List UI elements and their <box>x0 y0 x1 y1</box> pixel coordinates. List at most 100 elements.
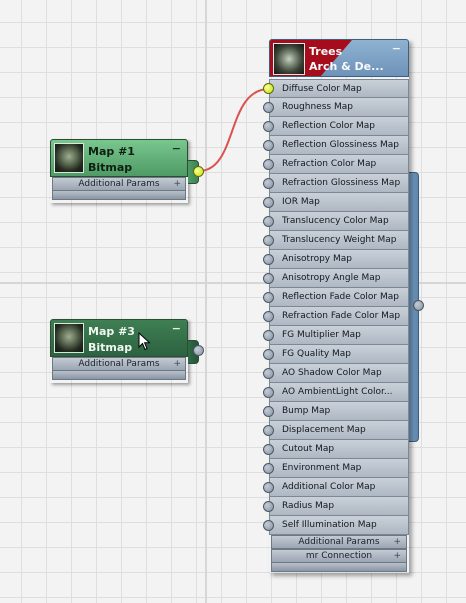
mouse-cursor-icon <box>138 332 151 351</box>
material-slot-input-socket[interactable] <box>263 140 274 151</box>
grid-axis-vertical <box>205 0 207 603</box>
expand-icon[interactable]: + <box>173 359 181 369</box>
map3-minimize-button[interactable]: − <box>171 322 181 335</box>
material-slot[interactable]: Diffuse Color Map <box>269 79 409 98</box>
material-slot-input-socket[interactable] <box>263 83 274 94</box>
material-slot[interactable]: Translucency Color Map <box>269 212 409 231</box>
map3-title: Map #3 <box>88 325 135 338</box>
material-slot-input-socket[interactable] <box>263 349 274 360</box>
material-slot[interactable]: Translucency Weight Map <box>269 231 409 250</box>
material-slot-input-socket[interactable] <box>263 197 274 208</box>
material-slot[interactable]: Reflection Color Map <box>269 117 409 136</box>
map3-params-label: Additional Params <box>78 359 160 369</box>
material-slot-label: Reflection Glossiness Map <box>282 140 399 150</box>
material-slot-input-socket[interactable] <box>263 406 274 417</box>
material-slot-input-socket[interactable] <box>263 102 274 113</box>
material-slot-input-socket[interactable] <box>263 254 274 265</box>
material-slot[interactable]: Additional Color Map <box>269 478 409 497</box>
material-slot-label: Reflection Fade Color Map <box>282 292 399 302</box>
material-slot[interactable]: Refraction Fade Color Map <box>269 307 409 326</box>
material-minimize-button[interactable]: − <box>391 42 401 55</box>
material-slot[interactable]: Anisotropy Angle Map <box>269 269 409 288</box>
material-slot-label: Refraction Glossiness Map <box>282 178 401 188</box>
material-header[interactable]: Trees Arch & De... − <box>269 39 409 77</box>
material-slot[interactable]: FG Quality Map <box>269 345 409 364</box>
material-slot-input-socket[interactable] <box>263 520 274 531</box>
material-slot[interactable]: Cutout Map <box>269 440 409 459</box>
material-subtitle: Arch & De... <box>309 60 384 73</box>
material-slot-input-socket[interactable] <box>263 216 274 227</box>
material-slot[interactable]: IOR Map <box>269 193 409 212</box>
material-title: Trees <box>309 45 343 58</box>
material-additional-params[interactable]: Additional Params + <box>271 535 407 549</box>
expand-icon[interactable]: + <box>393 551 401 561</box>
map1-header[interactable]: Map #1 Bitmap − <box>50 139 188 177</box>
material-slot-input-socket[interactable] <box>263 235 274 246</box>
material-mr-connection[interactable]: mr Connection + <box>271 549 407 563</box>
material-thumbnail <box>273 43 305 75</box>
material-output-socket[interactable] <box>413 300 424 311</box>
map1-params-label: Additional Params <box>78 179 160 189</box>
material-slot-input-socket[interactable] <box>263 387 274 398</box>
map1-output-socket[interactable] <box>193 166 204 177</box>
material-slot[interactable]: Anisotropy Map <box>269 250 409 269</box>
material-slot[interactable]: Displacement Map <box>269 421 409 440</box>
material-slot[interactable]: FG Multiplier Map <box>269 326 409 345</box>
material-slot-label: FG Quality Map <box>282 349 352 359</box>
material-slot-input-socket[interactable] <box>263 121 274 132</box>
map1-title: Map #1 <box>88 145 135 158</box>
map1-node[interactable]: Map #1 Bitmap − Additional Params + <box>50 139 188 203</box>
map1-thumbnail <box>54 143 84 173</box>
material-slot[interactable]: AO Shadow Color Map <box>269 364 409 383</box>
map3-additional-params[interactable]: Additional Params + <box>52 357 186 371</box>
material-slot-label: Refraction Color Map <box>282 159 377 169</box>
material-slot[interactable]: Refraction Color Map <box>269 155 409 174</box>
material-additional-params-label: Additional Params <box>298 537 380 547</box>
material-slot-label: Cutout Map <box>282 444 335 454</box>
material-slot[interactable]: Reflection Glossiness Map <box>269 136 409 155</box>
material-slot-label: AO AmbientLight Color... <box>282 387 393 397</box>
material-slot[interactable]: Self Illumination Map <box>269 516 409 535</box>
material-slot[interactable]: Refraction Glossiness Map <box>269 174 409 193</box>
material-slot-label: Additional Color Map <box>282 482 376 492</box>
material-slot[interactable]: Reflection Fade Color Map <box>269 288 409 307</box>
map3-header[interactable]: Map #3 Bitmap − <box>50 319 188 357</box>
map1-additional-params[interactable]: Additional Params + <box>52 177 186 191</box>
map3-output-socket[interactable] <box>193 345 204 356</box>
material-slot-input-socket[interactable] <box>263 482 274 493</box>
material-slot-input-socket[interactable] <box>263 292 274 303</box>
material-slot-input-socket[interactable] <box>263 330 274 341</box>
material-slot-input-socket[interactable] <box>263 425 274 436</box>
expand-icon[interactable]: + <box>393 537 401 547</box>
material-slot[interactable]: AO AmbientLight Color... <box>269 383 409 402</box>
material-slot-label: Diffuse Color Map <box>282 84 362 94</box>
material-slot-label: Refraction Fade Color Map <box>282 311 401 321</box>
map3-node[interactable]: Map #3 Bitmap − Additional Params + <box>50 319 188 383</box>
map1-minimize-button[interactable]: − <box>171 142 181 155</box>
material-slot-input-socket[interactable] <box>263 444 274 455</box>
material-slot[interactable]: Roughness Map <box>269 98 409 117</box>
map3-thumbnail <box>54 323 84 353</box>
material-slot-input-socket[interactable] <box>263 178 274 189</box>
material-slot-label: Translucency Color Map <box>282 216 389 226</box>
material-slot-input-socket[interactable] <box>263 368 274 379</box>
material-slot[interactable]: Bump Map <box>269 402 409 421</box>
material-slot-label: Radius Map <box>282 501 335 511</box>
material-slot-label: AO Shadow Color Map <box>282 368 382 378</box>
material-slot-input-socket[interactable] <box>263 159 274 170</box>
material-mr-connection-label: mr Connection <box>305 551 373 561</box>
connection-wire[interactable] <box>198 88 270 172</box>
material-slot-label: FG Multiplier Map <box>282 330 361 340</box>
material-footer <box>271 563 407 572</box>
material-slot-input-socket[interactable] <box>263 501 274 512</box>
material-slot-input-socket[interactable] <box>263 311 274 322</box>
material-slot-label: Anisotropy Map <box>282 254 352 264</box>
expand-icon[interactable]: + <box>173 179 181 189</box>
material-slot[interactable]: Radius Map <box>269 497 409 516</box>
material-slot-label: Displacement Map <box>282 425 366 435</box>
material-slot[interactable]: Environment Map <box>269 459 409 478</box>
material-slot-input-socket[interactable] <box>263 463 274 474</box>
material-slot-input-socket[interactable] <box>263 273 274 284</box>
